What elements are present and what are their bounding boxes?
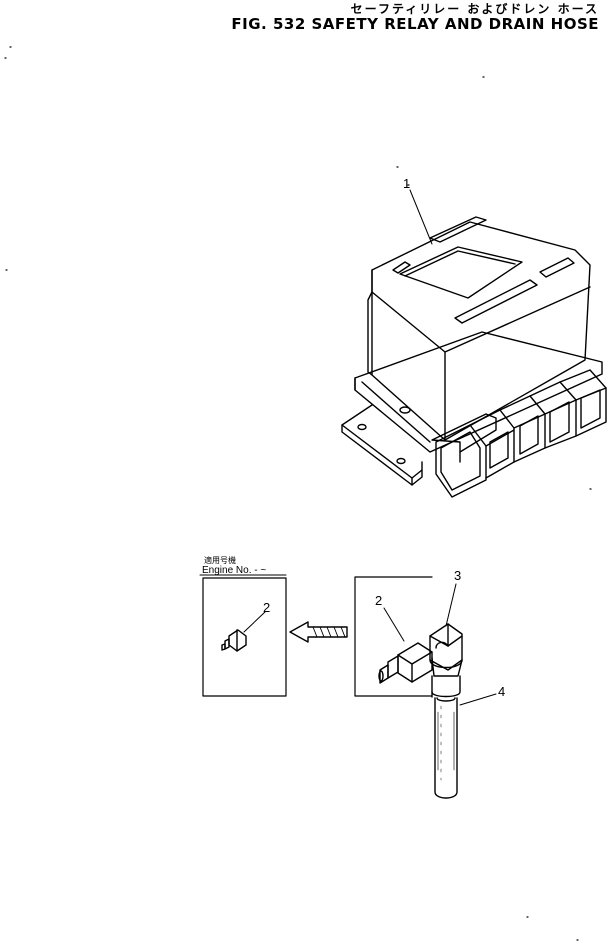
drain-plug	[378, 642, 433, 684]
callout-2-new: 2	[375, 593, 382, 608]
plug-old	[221, 629, 247, 652]
applicable-engine-box	[199, 574, 287, 697]
callout-1: 1	[403, 176, 410, 191]
callout-4: 4	[498, 684, 505, 699]
elbow-fitting	[429, 623, 463, 677]
engine-label-japanese: 適用号機	[204, 555, 236, 565]
figure-title: FIG. 532 SAFETY RELAY AND DRAIN HOSE	[231, 15, 599, 33]
engine-number-label: Engine No. - ~	[202, 565, 266, 576]
drain-hose	[431, 675, 461, 799]
relay-connectors	[431, 369, 607, 498]
drain-assembly-box	[354, 576, 497, 799]
figure-title-japanese: セーフティリレー およびドレン ホース	[350, 2, 599, 16]
callout-3: 3	[454, 568, 461, 583]
safety-relay	[341, 189, 607, 498]
replacement-arrow	[289, 621, 348, 643]
callout-2-old: 2	[263, 600, 270, 615]
